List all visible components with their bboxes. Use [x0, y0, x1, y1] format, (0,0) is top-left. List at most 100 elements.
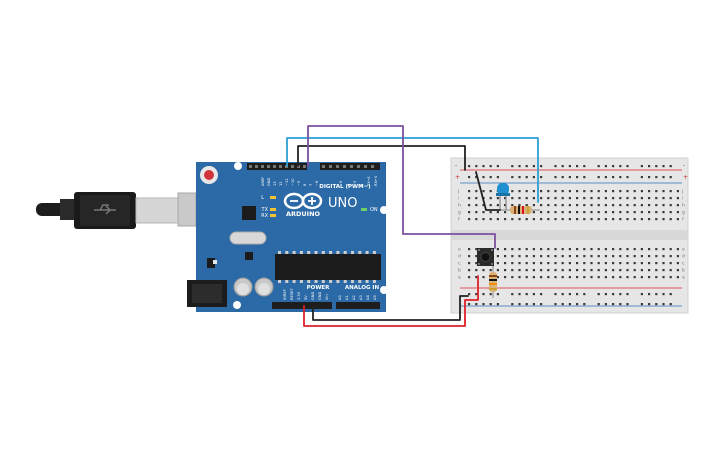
rail-hole[interactable] — [669, 293, 672, 296]
rail-hole[interactable] — [532, 293, 535, 296]
breadboard-hole[interactable] — [612, 269, 615, 272]
breadboard-hole[interactable] — [676, 248, 679, 251]
breadboard-hole[interactable] — [590, 204, 593, 207]
breadboard-hole[interactable] — [547, 248, 550, 251]
rail-hole[interactable] — [640, 303, 643, 306]
breadboard-hole[interactable] — [590, 218, 593, 221]
breadboard-hole[interactable] — [468, 197, 471, 200]
rail-hole[interactable] — [568, 165, 571, 168]
breadboard-hole[interactable] — [525, 255, 528, 258]
rail-hole[interactable] — [655, 303, 658, 306]
rail-hole[interactable] — [511, 303, 514, 306]
rail-hole[interactable] — [468, 303, 471, 306]
breadboard-hole[interactable] — [504, 255, 507, 258]
breadboard-hole[interactable] — [511, 276, 514, 279]
breadboard-hole[interactable] — [597, 276, 600, 279]
breadboard-hole[interactable] — [612, 204, 615, 207]
breadboard-hole[interactable] — [504, 204, 507, 207]
breadboard-hole[interactable] — [619, 276, 622, 279]
rail-hole[interactable] — [496, 165, 499, 168]
breadboard-hole[interactable] — [482, 190, 485, 193]
rail-hole[interactable] — [612, 293, 615, 296]
breadboard-hole[interactable] — [633, 262, 636, 265]
rail-hole[interactable] — [604, 293, 607, 296]
breadboard-hole[interactable] — [676, 255, 679, 258]
rail-hole[interactable] — [540, 293, 543, 296]
breadboard-hole[interactable] — [482, 276, 485, 279]
rail-hole[interactable] — [525, 176, 528, 179]
breadboard-hole[interactable] — [540, 211, 543, 214]
rail-hole[interactable] — [655, 165, 658, 168]
breadboard-hole[interactable] — [475, 197, 478, 200]
breadboard-hole[interactable] — [626, 211, 629, 214]
breadboard-hole[interactable] — [468, 248, 471, 251]
rail-hole[interactable] — [540, 165, 543, 168]
breadboard-hole[interactable] — [561, 204, 564, 207]
breadboard-hole[interactable] — [568, 197, 571, 200]
rail-hole[interactable] — [511, 293, 514, 296]
breadboard-hole[interactable] — [576, 197, 579, 200]
header-pin-hole[interactable] — [279, 165, 282, 168]
breadboard-hole[interactable] — [576, 190, 579, 193]
breadboard-hole[interactable] — [655, 255, 658, 258]
rail-hole[interactable] — [655, 293, 658, 296]
header-pin-hole[interactable] — [336, 165, 339, 168]
breadboard-hole[interactable] — [619, 218, 622, 221]
rail-hole[interactable] — [662, 293, 665, 296]
breadboard-hole[interactable] — [525, 248, 528, 251]
breadboard-hole[interactable] — [518, 190, 521, 193]
breadboard-hole[interactable] — [619, 262, 622, 265]
rail-hole[interactable] — [604, 165, 607, 168]
breadboard-hole[interactable] — [619, 204, 622, 207]
breadboard-hole[interactable] — [604, 269, 607, 272]
breadboard-hole[interactable] — [612, 211, 615, 214]
breadboard-hole[interactable] — [475, 211, 478, 214]
breadboard-hole[interactable] — [633, 255, 636, 258]
breadboard-hole[interactable] — [561, 197, 564, 200]
header-pin-hole[interactable] — [249, 165, 252, 168]
breadboard-hole[interactable] — [532, 269, 535, 272]
rail-hole[interactable] — [554, 176, 557, 179]
wire-signal-led[interactable] — [286, 137, 539, 203]
breadboard-hole[interactable] — [619, 269, 622, 272]
breadboard-hole[interactable] — [662, 218, 665, 221]
header-pin-hole[interactable] — [343, 165, 346, 168]
breadboard-hole[interactable] — [496, 248, 499, 251]
breadboard-hole[interactable] — [554, 218, 557, 221]
rail-hole[interactable] — [482, 165, 485, 168]
breadboard-hole[interactable] — [576, 269, 579, 272]
rail-hole[interactable] — [612, 165, 615, 168]
breadboard-hole[interactable] — [468, 211, 471, 214]
rail-hole[interactable] — [561, 165, 564, 168]
breadboard-hole[interactable] — [640, 204, 643, 207]
rail-hole[interactable] — [662, 303, 665, 306]
breadboard-hole[interactable] — [489, 211, 492, 214]
breadboard-hole[interactable] — [669, 197, 672, 200]
header-pin-hole[interactable] — [350, 165, 353, 168]
reset-button[interactable] — [204, 170, 214, 180]
breadboard-hole[interactable] — [590, 255, 593, 258]
breadboard-hole[interactable] — [576, 204, 579, 207]
breadboard-hole[interactable] — [547, 204, 550, 207]
breadboard-hole[interactable] — [676, 218, 679, 221]
breadboard-hole[interactable] — [540, 262, 543, 265]
breadboard-hole[interactable] — [504, 269, 507, 272]
rail-hole[interactable] — [583, 176, 586, 179]
header-pin-hole[interactable] — [364, 165, 367, 168]
breadboard-hole[interactable] — [532, 248, 535, 251]
breadboard-hole[interactable] — [532, 255, 535, 258]
breadboard-hole[interactable] — [626, 269, 629, 272]
breadboard-hole[interactable] — [604, 211, 607, 214]
breadboard-hole[interactable] — [662, 190, 665, 193]
rail-hole[interactable] — [568, 176, 571, 179]
arduino-uno-board[interactable]: L TX RX ON ARDUINO UNO DIGITAL (PWM~) PO… — [187, 162, 388, 312]
rail-hole[interactable] — [576, 176, 579, 179]
rail-hole[interactable] — [554, 303, 557, 306]
breadboard-hole[interactable] — [590, 197, 593, 200]
breadboard-hole[interactable] — [676, 276, 679, 279]
breadboard-hole[interactable] — [532, 211, 535, 214]
rail-hole[interactable] — [518, 303, 521, 306]
breadboard-hole[interactable] — [626, 218, 629, 221]
breadboard-hole[interactable] — [532, 276, 535, 279]
breadboard-hole[interactable] — [640, 211, 643, 214]
